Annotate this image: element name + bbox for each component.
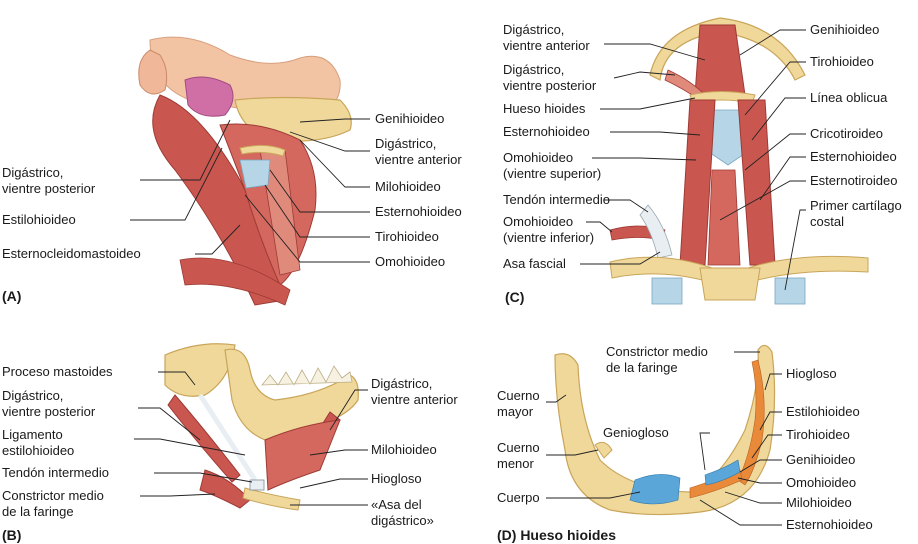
panel-b-leaders (134, 371, 368, 506)
thyroid-cartilage-a (239, 159, 271, 189)
label-body-hyoid: Cuerpo (497, 490, 540, 505)
label-scm-a: Esternocleidomastoideo (2, 246, 141, 261)
panel-c-leaders (580, 29, 806, 291)
digastric-posterior-b (167, 394, 241, 483)
label-first-costal-cartilage-2: costal (810, 214, 844, 229)
costal-cartilage-left (651, 277, 683, 305)
label-omohyoid-inferior-2: (vientre inferior) (503, 230, 595, 245)
label-omohyoid-inferior-1: Omohioideo (503, 214, 574, 229)
label-mylohyoid-d: Milohioideo (786, 495, 852, 510)
sternum (699, 267, 761, 301)
sternohyoid-left (679, 99, 716, 266)
label-genioglossus: Geniogloso (603, 425, 669, 440)
label-omohyoid-superior-2: (vientre superior) (503, 166, 602, 181)
label-geniohyoid-d: Genihioideo (786, 452, 856, 467)
lesser-horn-d (594, 441, 613, 459)
label-omohyoid-d: Omohioideo (786, 475, 857, 490)
label-stylohyoid-d: Estilohioideo (786, 404, 860, 419)
panel-b-illustration (164, 343, 359, 511)
label-stylohyoid-ligament-2: estilohioideo (2, 443, 75, 458)
clavicle-right (747, 255, 869, 283)
shoulder-a (179, 257, 291, 306)
label-digastric-anterior-c-2: vientre anterior (503, 38, 590, 53)
label-sternohyoid-d: Esternohioideo (786, 517, 873, 532)
label-digastric-anterior-a-2: vientre anterior (375, 152, 462, 167)
label-middle-constrictor-b-1: Constrictor medio (2, 488, 104, 503)
attachment-orange-1 (737, 359, 765, 486)
label-digastric-anterior-a-1: Digástrico, (375, 136, 437, 151)
label-omohyoid-superior-1: Omohioideo (503, 150, 574, 165)
label-hyoid-bone-c: Hueso hioides (503, 101, 586, 116)
hyoid-a (239, 144, 286, 157)
label-cricothyroid: Cricotiroideo (810, 126, 883, 141)
label-oblique-line: Línea oblicua (810, 90, 888, 105)
label-digastric-posterior-c-2: vientre posterior (503, 78, 597, 93)
label-stylohyoid-ligament-1: Ligamento (2, 427, 63, 442)
label-mastoid-process: Proceso mastoides (2, 364, 113, 379)
label-fascial-sling: Asa fascial (503, 256, 566, 271)
label-digastric-posterior-c-1: Digástrico, (503, 62, 565, 77)
pharynx-constrictor-b (199, 469, 251, 509)
label-first-costal-cartilage-1: Primer cartílago (810, 198, 902, 213)
teeth (261, 365, 353, 386)
label-hyoglossus-b: Hiogloso (371, 471, 422, 486)
label-sternothyroid: Esternotiroideo (810, 173, 898, 188)
label-middle-constrictor-d-2: de la faringe (606, 360, 678, 375)
panel-b-tag: (B) (2, 527, 22, 543)
panel-a-tag: (A) (2, 288, 22, 304)
panel-a-illustration (138, 36, 352, 306)
label-digastric-sling-1: «Asa del (371, 497, 422, 512)
sternohyoid-right (737, 99, 776, 266)
label-lesser-horn-2: menor (497, 456, 534, 471)
label-geniohyoid-a: Genihioideo (375, 111, 445, 126)
label-lesser-horn-1: Cuerno (497, 440, 540, 455)
label-intermediate-tendon-b: Tendón intermedio (2, 465, 109, 480)
mandible-c (649, 17, 806, 81)
label-digastric-anterior-c-1: Digástrico, (503, 22, 565, 37)
label-mylohyoid-b: Milohioideo (371, 442, 437, 457)
label-geniohyoid-c: Genihioideo (810, 22, 880, 37)
label-sternohyoid-c-left: Esternohioideo (503, 124, 590, 139)
ear (138, 49, 168, 95)
label-hyoglossus-d: Hiogloso (786, 366, 837, 381)
label-sternohyoid-a: Esternohioideo (375, 204, 462, 219)
label-digastric-anterior-b-2: vientre anterior (371, 392, 458, 407)
skull-base (164, 343, 236, 397)
label-digastric-anterior-b-1: Digástrico, (371, 376, 433, 391)
label-thyrohyoid-a: Tirohioideo (375, 229, 439, 244)
parotid-gland (184, 76, 234, 117)
panel-d-tag: (D) Hueso hioides (497, 527, 617, 543)
label-thyrohyoid-d: Tirohioideo (786, 427, 850, 442)
stylohyoid-ligament (197, 393, 258, 482)
label-digastric-posterior-a-1: Digástrico, (2, 165, 64, 180)
label-intermediate-tendon-c: Tendón intermedio (503, 192, 610, 207)
label-mylohyoid-a: Milohioideo (375, 179, 441, 194)
label-greater-horn-2: mayor (497, 404, 534, 419)
label-stylohyoid-a: Estilohioideo (2, 212, 76, 227)
label-sternohyoid-c-right: Esternohioideo (810, 149, 897, 164)
hyoid-b (242, 487, 301, 511)
intermediate-tendon-b (249, 479, 265, 491)
label-middle-constrictor-b-2: de la faringe (2, 504, 74, 519)
costal-cartilage-right (774, 277, 806, 305)
label-digastric-posterior-b-1: Digástrico, (2, 388, 64, 403)
panel-c-tag: (C) (505, 289, 525, 305)
panel-a-leaders (130, 118, 370, 263)
label-digastric-posterior-b-2: vientre posterior (2, 404, 96, 419)
panel-d-illustration (554, 344, 776, 516)
label-middle-constrictor-d-1: Constrictor medio (606, 344, 708, 359)
label-greater-horn-1: Cuerno (497, 388, 540, 403)
mylohyoid-b (264, 419, 341, 491)
attachment-blue-1 (629, 474, 681, 505)
label-thyrohyoid-c: Tirohioideo (810, 54, 874, 69)
panel-c-illustration (609, 17, 869, 305)
panel-d-leaders (546, 351, 782, 526)
mandible-b (224, 348, 359, 441)
label-digastric-sling-2: digástrico» (371, 513, 434, 528)
label-omohyoid-a: Omohioideo (375, 254, 446, 269)
label-digastric-posterior-a-2: vientre posterior (2, 181, 96, 196)
